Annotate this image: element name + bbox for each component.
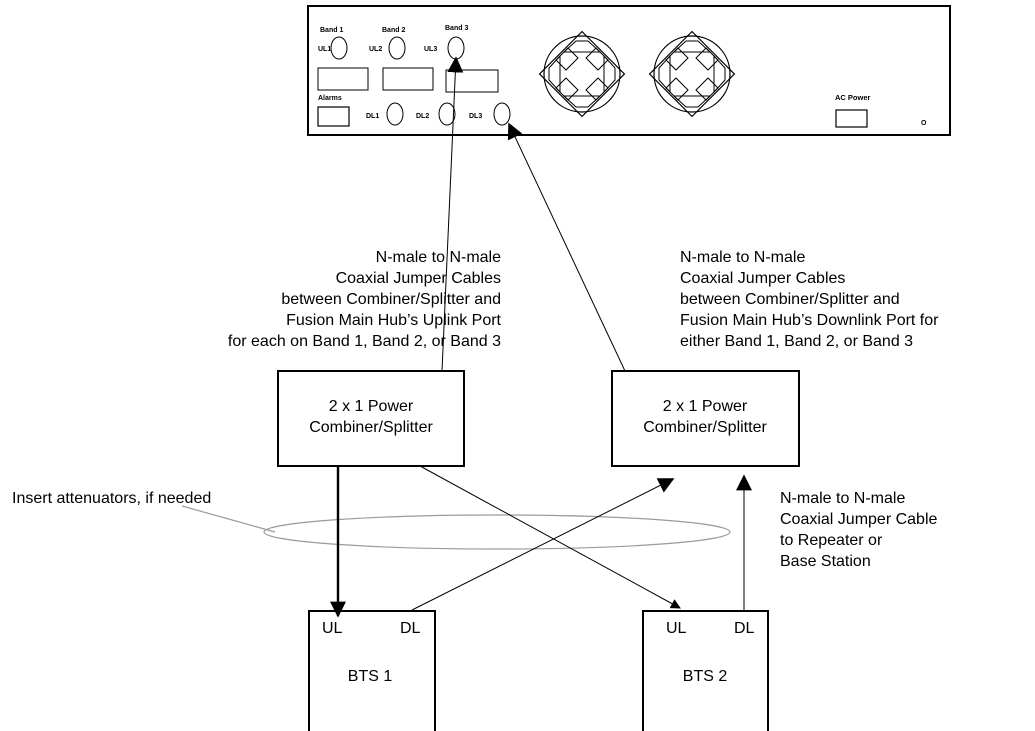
dl3-port[interactable] <box>493 102 511 126</box>
bts1-dl-to-combiner-right <box>411 478 675 611</box>
combiner-left-box <box>277 370 465 467</box>
attenuator-zone <box>263 514 731 550</box>
bts-note-line-2: Coaxial Jumper Cable <box>780 511 938 528</box>
downlink-note-line-1: N-male to N-male <box>680 249 805 266</box>
downlink-cable-to-dl3 <box>507 122 626 372</box>
ul2-label: UL2 <box>369 46 382 53</box>
dl1-port[interactable] <box>386 102 404 126</box>
uplink-cable-to-ul3 <box>441 56 464 372</box>
dl1-label: DL1 <box>366 113 379 120</box>
bts1-ul-label: UL <box>322 620 343 637</box>
combiner-left-line-2: Combiner/Splitter <box>309 419 433 436</box>
dl3-label: DL3 <box>469 113 482 120</box>
bts-note-line-3: to Repeater or <box>780 532 883 549</box>
bts-note-line-4: Base Station <box>780 553 871 570</box>
combiner-right: 2 x 1 Power Combiner/Splitter <box>611 370 800 467</box>
main-hub-chassis <box>307 5 951 136</box>
main-hub-panel: Band 1 Band 2 Band 3 UL1 UL2 UL3 Alarms … <box>307 5 951 136</box>
downlink-note-line-3: between Combiner/Splitter and <box>680 291 900 308</box>
link-module-3 <box>445 69 499 93</box>
attenuator-note: Insert attenuators, if needed <box>12 490 211 507</box>
bts1-dl-label: DL <box>400 620 421 637</box>
combiner-right-box <box>611 370 800 467</box>
uplink-note-line-2: Coaxial Jumper Cables <box>336 270 501 287</box>
ul1-port[interactable] <box>330 36 348 60</box>
bts-note-line-1: N-male to N-male <box>780 490 905 507</box>
bts2-dl-label: DL <box>734 620 755 637</box>
dl2-label: DL2 <box>416 113 429 120</box>
ul3-label: UL3 <box>424 46 437 53</box>
ul2-port[interactable] <box>388 36 406 60</box>
uplink-note-line-3: between Combiner/Splitter and <box>281 291 501 308</box>
downlink-note-line-4: Fusion Main Hub’s Downlink Port for <box>680 312 939 329</box>
bts-cable-note: N-male to N-male Coaxial Jumper Cable to… <box>780 490 938 570</box>
combiner-right-line-2: Combiner/Splitter <box>643 419 767 436</box>
alarms-connector[interactable] <box>317 106 350 127</box>
downlink-note-line-2: Coaxial Jumper Cables <box>680 270 845 287</box>
combiner-left: 2 x 1 Power Combiner/Splitter <box>277 370 465 467</box>
link-module-2 <box>382 67 434 91</box>
bts2-ul-label: UL <box>666 620 687 637</box>
ac-power-connector[interactable] <box>835 109 868 128</box>
ul1-label: UL1 <box>318 46 331 53</box>
band3-label: Band 3 <box>445 25 468 32</box>
uplink-note-line-5: for each on Band 1, Band 2, or Band 3 <box>228 333 501 350</box>
downlink-note-line-5: either Band 1, Band 2, or Band 3 <box>680 333 913 350</box>
bts1-box <box>308 610 436 731</box>
uplink-note-line-1: N-male to N-male <box>376 249 501 266</box>
bts2-name: BTS 2 <box>683 668 728 685</box>
combiner-left-to-bts2-ul <box>419 465 681 609</box>
link-module-1 <box>317 67 369 91</box>
combiner-left-line-1: 2 x 1 Power <box>329 398 414 415</box>
ac-power-label: AC Power <box>835 93 871 102</box>
band1-label: Band 1 <box>320 27 343 34</box>
attenuator-leader-line <box>181 505 276 533</box>
bts1-name: BTS 1 <box>348 668 393 685</box>
uplink-note-line-4: Fusion Main Hub’s Uplink Port <box>286 312 501 329</box>
uplink-cable-note: N-male to N-male Coaxial Jumper Cables b… <box>228 249 502 350</box>
dl2-port[interactable] <box>438 102 456 126</box>
alarms-label: Alarms <box>318 95 342 102</box>
power-switch-label: O <box>921 120 927 127</box>
bts1-unit: UL DL BTS 1 <box>308 610 436 731</box>
downlink-cable-note: N-male to N-male Coaxial Jumper Cables b… <box>680 249 939 350</box>
bts2-box <box>642 610 769 731</box>
bts2-unit: UL DL BTS 2 <box>642 610 769 731</box>
combiner-right-line-1: 2 x 1 Power <box>663 398 748 415</box>
band2-label: Band 2 <box>382 27 405 34</box>
